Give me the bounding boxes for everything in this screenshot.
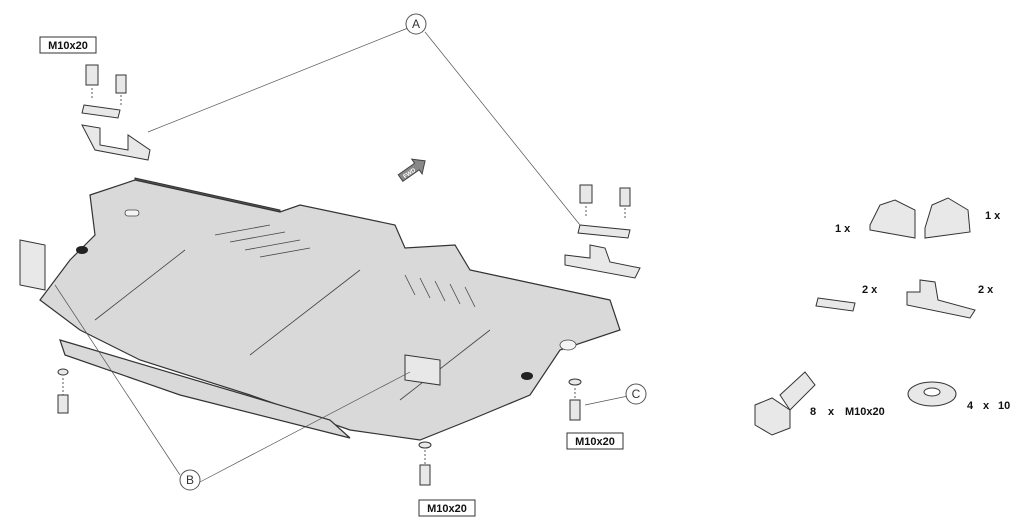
bolt-label-bottom: M10x20 xyxy=(418,499,476,517)
callout-c: C xyxy=(625,383,647,405)
svg-text:M10x20: M10x20 xyxy=(427,503,467,515)
bracket-left-part xyxy=(869,199,916,239)
svg-text:1 x: 1 x xyxy=(835,223,851,235)
callout-b: B xyxy=(179,469,201,491)
bolt-left xyxy=(57,368,69,414)
skid-plate xyxy=(19,177,621,441)
leader-lines xyxy=(54,27,629,483)
svg-text:M10x20: M10x20 xyxy=(575,436,615,448)
svg-text:2 x: 2 x xyxy=(862,284,878,296)
svg-text:1 x: 1 x xyxy=(985,210,1001,222)
parts-list: 1 x 1 x 2 x 2 x 8 x M10x20 4 x 10 xyxy=(754,197,1010,436)
bracket-right-part xyxy=(924,197,971,239)
strip-part xyxy=(815,297,856,312)
bolt-label-top: M10x20 xyxy=(39,36,97,54)
callout-a: A xyxy=(405,13,427,35)
svg-text:8: 8 xyxy=(810,406,816,418)
bolt-label-right: M10x20 xyxy=(566,432,624,450)
svg-text:10: 10 xyxy=(998,400,1010,412)
mount-part xyxy=(906,279,976,319)
svg-text:x: x xyxy=(828,406,835,418)
bracket-top-left xyxy=(81,64,151,161)
callout-a-label: A xyxy=(412,17,420,31)
svg-text:2 x: 2 x xyxy=(978,284,994,296)
svg-text:M10x20: M10x20 xyxy=(845,406,885,418)
svg-text:M10x20: M10x20 xyxy=(48,40,88,52)
svg-text:x: x xyxy=(983,400,990,412)
svg-text:4: 4 xyxy=(967,400,974,412)
vent-slots xyxy=(214,224,476,308)
bolt-right xyxy=(568,378,582,421)
callout-b-label: B xyxy=(186,473,194,487)
washer-part xyxy=(907,381,957,407)
forward-arrow-icon: FWD xyxy=(397,158,426,183)
bolt-part xyxy=(754,371,816,436)
bolt-bottom xyxy=(418,441,432,486)
callout-c-label: C xyxy=(632,387,641,401)
bracket-right xyxy=(564,184,641,279)
